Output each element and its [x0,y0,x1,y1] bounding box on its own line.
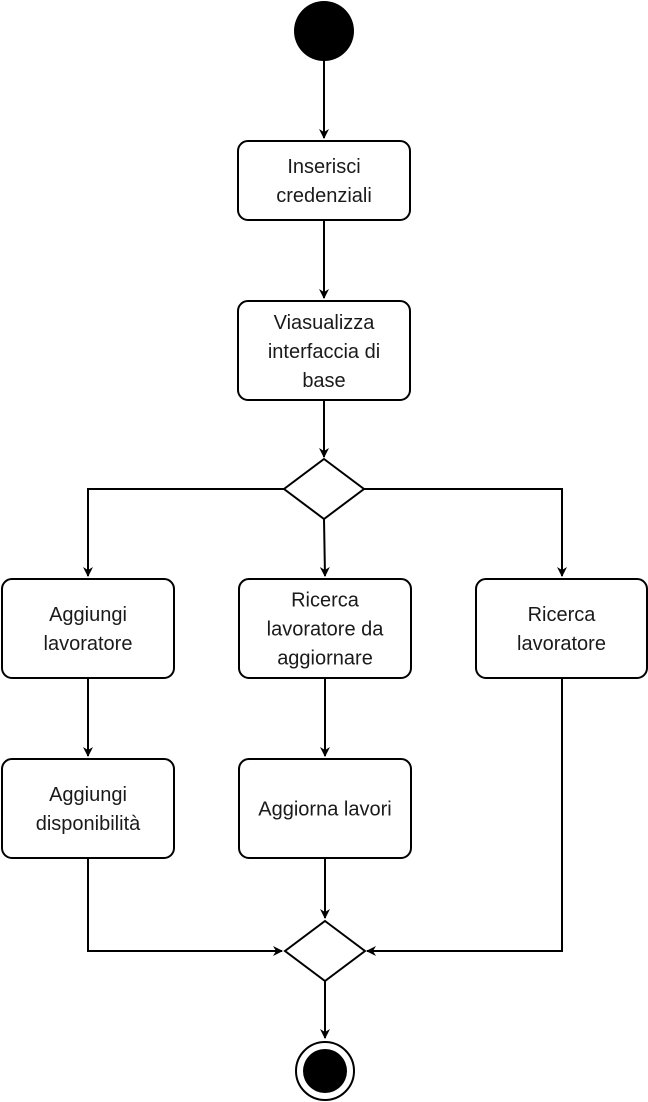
node-label: Aggiungi lavoratore [44,604,133,655]
node-label-line: Ricerca [291,590,360,612]
node-label: Ricerca lavoratore [517,604,606,655]
node-label-line: base [302,370,345,392]
node-label: Ricerca lavoratore da aggiornare [267,590,385,670]
node-label-line: Ricerca [528,604,597,626]
node-inserisci-credenziali: Inserisci credenziali [237,140,411,221]
edges [83,60,567,1039]
node-label-line: lavoratore [44,633,133,655]
decision-node [282,457,366,521]
edge-ricerca-lavoratore-to-merge [366,678,563,956]
merge-node [283,919,367,983]
node-label: Aggiorna lavori [258,799,391,821]
node-label-line: aggiornare [277,648,373,670]
node-label-line: interfaccia di [268,341,380,363]
start-node [294,1,354,61]
node-label-line: Aggiorna lavori [258,799,391,821]
node-label-line: Aggiungi [49,604,127,626]
edge-disponibilita-to-merge [87,858,283,956]
node-aggiorna-lavori: Aggiorna lavori [238,758,412,859]
node-ricerca-lavoratore: Ricerca lavoratore [475,578,648,679]
node-label-line: Inserisci [287,156,360,178]
edge-decision-to-ricerca-lavoratore [364,488,567,577]
node-label-line: Aggiungi [49,784,127,806]
edge-decision-to-ricerca-aggiornare [319,518,330,577]
node-visualizza-interfaccia: Viasualizza interfaccia di base [237,300,411,401]
node-label-line: disponibilità [36,813,141,835]
node-label-line: credenziali [276,185,372,207]
edge-decision-to-aggiungi-lavoratore [83,488,284,577]
node-aggiungi-disponibilita: Aggiungi disponibilità [1,758,175,859]
node-label: Inserisci credenziali [276,156,372,207]
node-label-line: lavoratore [517,633,606,655]
node-aggiungi-lavoratore: Aggiungi lavoratore [1,578,175,679]
node-label: Aggiungi disponibilità [36,784,141,835]
end-node [295,1041,355,1101]
node-label-line: Viasualizza [274,312,376,334]
node-label: Viasualizza interfaccia di base [268,312,380,392]
node-ricerca-lavoratore-aggiornare: Ricerca lavoratore da aggiornare [238,578,412,679]
node-label-line: lavoratore da [267,619,385,641]
